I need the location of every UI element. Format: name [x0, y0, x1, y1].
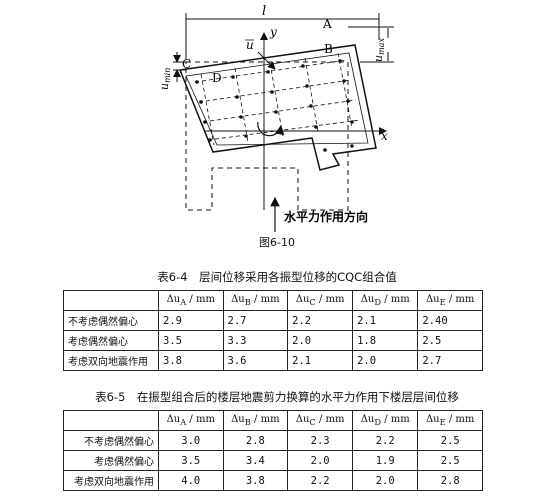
- table-cell: 2.3: [287, 430, 354, 451]
- table-cell: 2.2: [352, 430, 419, 451]
- u-bar-arrow: [257, 51, 276, 70]
- dimension-u-min: [173, 52, 186, 82]
- label-l: l: [262, 4, 266, 19]
- label-u-min: umin: [158, 68, 172, 90]
- row-label: 考虑偶然偏心: [63, 330, 159, 351]
- table5-col-header: ΔuC / mm: [287, 410, 354, 431]
- table-cell: 2.5: [417, 330, 483, 351]
- table4-title: 表6-4 层间位移采用各振型位移的CQC组合值: [157, 270, 397, 284]
- table-cell: 2.7: [222, 310, 289, 331]
- figure-caption: 图6-10: [259, 236, 295, 249]
- label-u-max: umax: [372, 38, 386, 62]
- row-label: 不考虑偶然偏心: [63, 430, 159, 451]
- label-x: x: [381, 129, 388, 143]
- table5-header-row: ΔuA / mm ΔuB / mm ΔuC / mm ΔuD / mm ΔuE …: [63, 410, 483, 431]
- table4-col-header: ΔuB / mm: [222, 290, 289, 311]
- label-force-direction: 水平力作用方向: [284, 209, 368, 224]
- table5-col-header: ΔuA / mm: [158, 410, 224, 431]
- table-cell: 4.0: [158, 470, 224, 491]
- table-cell: 2.1: [352, 310, 419, 331]
- table-row: 不考虑偶然偏心 3.0 2.8 2.3 2.2 2.5: [63, 430, 483, 451]
- table-cell: 2.0: [352, 350, 419, 371]
- table-cell: 2.5: [417, 430, 483, 451]
- table5-col-header: ΔuD / mm: [352, 410, 419, 431]
- table-cell: 2.0: [352, 470, 419, 491]
- table5-col-header: ΔuB / mm: [222, 410, 289, 431]
- rotation-arrow: [257, 121, 285, 137]
- label-D: D: [212, 71, 222, 85]
- table5: ΔuA / mm ΔuB / mm ΔuC / mm ΔuD / mm ΔuE …: [63, 410, 483, 491]
- row-label: 考虑双向地震作用: [63, 350, 159, 371]
- table5-col-header: ΔuE / mm: [417, 410, 483, 431]
- displaced-slab: [178, 44, 377, 171]
- table-cell: 3.4: [222, 450, 289, 471]
- table-cell: 1.9: [352, 450, 419, 471]
- dimension-l: [185, 13, 380, 60]
- label-C: C: [182, 57, 191, 71]
- table-cell: 2.8: [222, 430, 289, 451]
- row-label: 考虑偶然偏心: [63, 450, 159, 471]
- table-row: 考虑双向地震作用 4.0 3.8 2.2 2.0 2.8: [63, 470, 483, 491]
- table-cell: 2.1: [287, 350, 354, 371]
- table-cell: 2.2: [287, 310, 354, 331]
- table-cell: 2.9: [158, 310, 224, 331]
- floor-plan-diagram: l: [158, 4, 394, 232]
- label-A: A: [322, 17, 332, 31]
- table5-corner: [63, 410, 159, 431]
- table-cell: 1.8: [352, 330, 419, 351]
- table-cell: 3.0: [158, 430, 224, 451]
- table-cell: 2.0: [287, 450, 354, 471]
- table4-col-header: ΔuE / mm: [417, 290, 483, 311]
- table-row: 不考虑偶然偏心 2.9 2.7 2.2 2.1 2.40: [63, 310, 483, 331]
- table-cell: 3.3: [222, 330, 289, 351]
- row-label: 不考虑偶然偏心: [63, 310, 159, 331]
- table-cell: 2.0: [287, 330, 354, 351]
- label-y: y: [269, 25, 277, 39]
- structural-figure: l: [158, 4, 394, 249]
- original-outline: [185, 61, 349, 211]
- table-cell: 2.2: [287, 470, 354, 491]
- label-u-bar: u: [246, 38, 254, 52]
- table-cell: 2.8: [417, 470, 483, 491]
- table-cell: 2.7: [417, 350, 483, 371]
- grid-lines: [194, 52, 361, 146]
- table4-header-row: ΔuA / mm ΔuB / mm ΔuC / mm ΔuD / mm ΔuE …: [63, 290, 483, 311]
- table-cell: 3.8: [222, 470, 289, 491]
- table4-corner: [63, 290, 159, 311]
- table-cell: 3.8: [158, 350, 224, 371]
- dimension-u-max: [348, 26, 394, 63]
- table-cell: 2.5: [417, 450, 483, 471]
- table-row: 考虑偶然偏心 3.5 3.3 2.0 1.8 2.5: [63, 330, 483, 351]
- table5-title: 表6-5 在振型组合后的楼层地震剪力换算的水平力作用下楼层层间位移: [95, 390, 459, 404]
- table-cell: 3.5: [158, 330, 224, 351]
- table-row: 考虑偶然偏心 3.5 3.4 2.0 1.9 2.5: [63, 450, 483, 471]
- table4-col-header: ΔuC / mm: [287, 290, 354, 311]
- table4-col-header: ΔuD / mm: [352, 290, 419, 311]
- table-cell: 3.6: [222, 350, 289, 371]
- table-row: 考虑双向地震作用 3.8 3.6 2.1 2.0 2.7: [63, 350, 483, 371]
- row-label: 考虑双向地震作用: [63, 470, 159, 491]
- table4-col-header: ΔuA / mm: [158, 290, 224, 311]
- table-cell: 2.40: [417, 310, 483, 331]
- label-B: B: [324, 42, 333, 56]
- table-cell: 3.5: [158, 450, 224, 471]
- table4: ΔuA / mm ΔuB / mm ΔuC / mm ΔuD / mm ΔuE …: [63, 290, 483, 371]
